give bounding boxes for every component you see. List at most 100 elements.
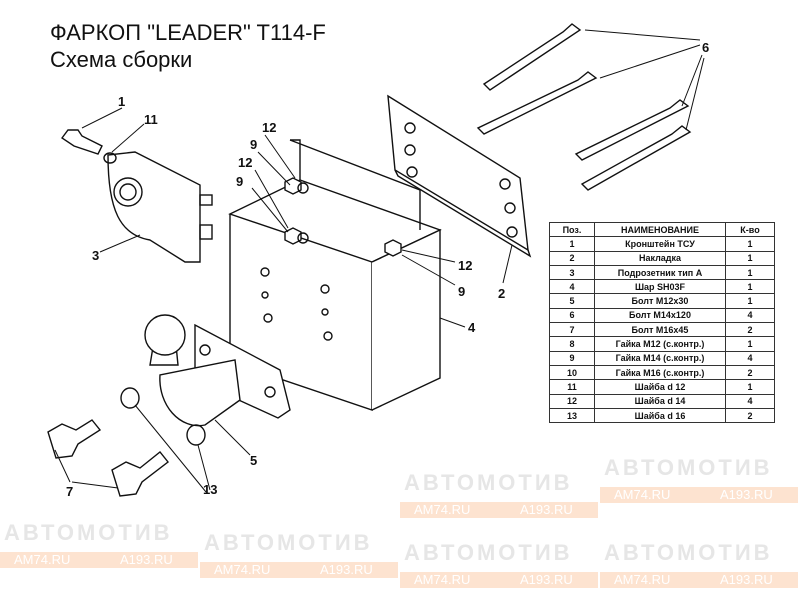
watermark-site-2: A193.RU bbox=[720, 487, 773, 502]
cell-qty: 2 bbox=[725, 364, 775, 381]
callout-6: 6 bbox=[702, 40, 709, 55]
callout-12: 12 bbox=[262, 120, 276, 135]
page-title: ФАРКОП "LEADER" T114-F bbox=[50, 20, 326, 45]
cell-qty: 4 bbox=[725, 350, 775, 366]
cell-qty: 1 bbox=[725, 379, 775, 395]
watermark-brand: АВТОМОТИВ bbox=[4, 520, 173, 545]
callout-9: 9 bbox=[250, 137, 257, 152]
cell-position: 9 bbox=[549, 350, 595, 366]
cell-name: Шайба d 16 bbox=[594, 407, 726, 424]
watermark-site-2: A193.RU bbox=[520, 572, 573, 587]
nuts-part-9 bbox=[284, 177, 402, 257]
bracket-part-1 bbox=[228, 139, 442, 411]
leader-lines bbox=[54, 29, 705, 493]
cell-position: 10 bbox=[549, 364, 595, 381]
watermark-bar: AM74.RU A193.RU bbox=[0, 552, 198, 568]
watermark-site-1: AM74.RU bbox=[214, 562, 271, 577]
cell-position: 4 bbox=[549, 279, 595, 295]
callout-5: 1 bbox=[118, 94, 125, 109]
cell-qty: 1 bbox=[725, 293, 775, 309]
bolts-part-6 bbox=[476, 23, 692, 191]
callout-11: 11 bbox=[144, 112, 158, 127]
cell-qty: 4 bbox=[725, 393, 775, 409]
cell-name: Шайба d 14 bbox=[594, 393, 726, 409]
watermark-brand: АВТОМОТИВ bbox=[404, 540, 573, 565]
watermark-site-1: AM74.RU bbox=[614, 487, 671, 502]
cell-qty: 2 bbox=[725, 322, 775, 338]
watermark-site-2: A193.RU bbox=[320, 562, 373, 577]
watermark-tile: АВТОМОТИВ AM74.RU A193.RU bbox=[400, 540, 600, 590]
cell-position: 1 bbox=[549, 236, 595, 252]
cell-position: 13 bbox=[549, 407, 595, 424]
watermark-bar: AM74.RU A193.RU bbox=[400, 572, 598, 588]
cell-position: 2 bbox=[549, 250, 595, 266]
cell-name: Кронштейн ТСУ bbox=[594, 236, 726, 252]
cell-qty: 1 bbox=[725, 236, 775, 252]
watermark-site-2: A193.RU bbox=[520, 502, 573, 517]
cell-name: Гайка М14 (с.контр.) bbox=[594, 350, 726, 366]
table-header-row: Поз. НАИМЕНОВАНИЕ К-во bbox=[549, 221, 775, 238]
cell-position: 6 bbox=[549, 307, 595, 324]
callout-12b: 12 bbox=[238, 155, 252, 170]
callout-12c: 12 bbox=[458, 258, 472, 273]
watermark-site-1: AM74.RU bbox=[414, 502, 471, 517]
callout-9b: 9 bbox=[236, 174, 243, 189]
washer-part-13 bbox=[120, 387, 140, 409]
page-subtitle: Схема сборки bbox=[50, 47, 193, 72]
watermark-brand: АВТОМОТИВ bbox=[604, 455, 773, 480]
col-name: НАИМЕНОВАНИЕ bbox=[594, 221, 726, 238]
watermark-brand: АВТОМОТИВ bbox=[204, 530, 373, 555]
plate-part-2 bbox=[387, 94, 532, 258]
watermark-site-1: AM74.RU bbox=[414, 572, 471, 587]
callout-1: 4 bbox=[468, 320, 476, 335]
washer-part-13 bbox=[186, 424, 206, 446]
watermark-tile: АВТОМОТИВ AM74.RU A193.RU bbox=[0, 520, 200, 570]
cell-qty: 1 bbox=[725, 264, 775, 281]
watermark-bar: AM74.RU A193.RU bbox=[400, 502, 598, 518]
cell-position: 8 bbox=[549, 336, 595, 352]
cell-position: 12 bbox=[549, 393, 595, 409]
callout-labels: 1 11 3 6 12 9 12 9 12 9 2 4 5 13 7 bbox=[66, 40, 709, 499]
watermark-site-1: AM74.RU bbox=[14, 552, 71, 567]
callout-13: 13 bbox=[203, 482, 217, 497]
cell-position: 11 bbox=[549, 379, 595, 395]
callout-4: 5 bbox=[250, 453, 257, 468]
cell-name: Шайба d 12 bbox=[594, 379, 726, 395]
callout-3: 3 bbox=[92, 248, 99, 263]
cell-name: Шар SH03F bbox=[594, 279, 726, 295]
watermark-tile: АВТОМОТИВ AM74.RU A193.RU bbox=[400, 470, 600, 520]
watermark-site-1: AM74.RU bbox=[614, 572, 671, 587]
watermark-brand: АВТОМОТИВ bbox=[604, 540, 773, 565]
cell-qty: 4 bbox=[725, 307, 775, 324]
callout-2: 2 bbox=[498, 286, 505, 301]
watermark-tile: АВТОМОТИВ AM74.RU A193.RU bbox=[200, 530, 400, 580]
bolts-part-7 bbox=[47, 419, 169, 497]
cell-name: Болт М12х30 bbox=[594, 293, 726, 309]
cell-name: Гайка М16 (с.контр.) bbox=[594, 364, 726, 381]
cell-position: 7 bbox=[549, 322, 595, 338]
watermark-tile: АВТОМОТИВ AM74.RU A193.RU bbox=[600, 455, 800, 505]
cell-name: Болт М14х120 bbox=[594, 307, 726, 324]
col-qty: К-во bbox=[725, 221, 775, 238]
cell-name: Болт М16х45 bbox=[594, 322, 726, 338]
bolt-part-5 bbox=[60, 129, 117, 164]
watermark-site-2: A193.RU bbox=[120, 552, 173, 567]
cell-qty: 1 bbox=[725, 336, 775, 352]
watermark-brand: АВТОМОТИВ bbox=[404, 470, 573, 495]
cell-position: 3 bbox=[549, 264, 595, 281]
